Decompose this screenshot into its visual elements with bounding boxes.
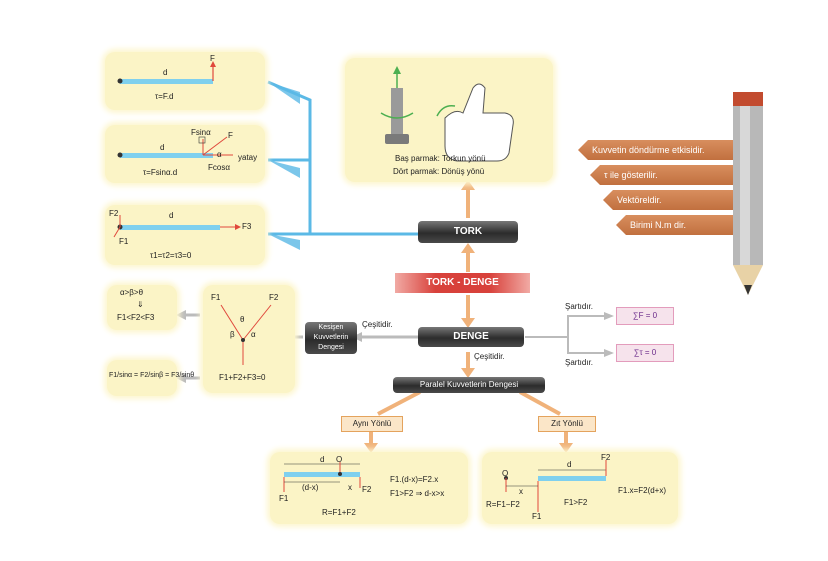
thumb-hand-icon <box>436 83 514 162</box>
pivot-point <box>117 78 123 84</box>
thumb-direction-text: Baş parmak: Torkun yönü <box>395 154 486 163</box>
sartidir-top-label: Şartıdır. <box>565 302 594 311</box>
cesitidir-left-label: Çeşitidir. <box>362 320 393 329</box>
f2-label: F2 <box>601 453 611 462</box>
right-hand-rule-box: Baş parmak: Torkun yönü Dört parmak: Dön… <box>345 58 553 182</box>
concurrent-forces-box: F1 F2 θ β α F1+F2+F3=0 <box>203 285 295 393</box>
dx-label: (d-x) <box>302 483 319 492</box>
zit-yonlu-label: Zıt Yönlü <box>538 416 596 432</box>
lever-bar <box>538 476 606 481</box>
resultant-label: R=F1−F2 <box>486 500 520 509</box>
torque-formula: τ=F.d <box>155 92 174 101</box>
lever-bar <box>284 472 360 477</box>
distance-label: d <box>169 211 174 220</box>
pencil-item-1: Kuvvetin döndürme etkisidir. <box>578 140 733 160</box>
f2-label: F2 <box>362 485 372 494</box>
vector-sum-equation: F1+F2+F3=0 <box>219 373 266 382</box>
torque-perpendicular-box: d F τ=F.d <box>105 52 265 110</box>
force-label: F <box>228 131 233 140</box>
yatay-label: yatay <box>238 153 258 162</box>
fingers-direction-text: Dört parmak: Dönüş yönü <box>393 167 485 176</box>
x-label: x <box>519 487 523 496</box>
tork-node: TORK <box>418 221 518 243</box>
distance-label: d <box>567 460 572 469</box>
alpha-label: α <box>251 330 256 339</box>
opposite-direction-box: O d x F2 F1 R=F1−F2 F1>F2 F1.x=F2(d+x) <box>482 452 678 524</box>
x-label: x <box>348 483 352 492</box>
force-arrow <box>202 136 228 156</box>
lami-equation: F1/sinα = F2/sinβ = F3/sinθ <box>109 372 195 379</box>
theta-label: θ <box>240 315 245 324</box>
lever-bar <box>120 153 213 158</box>
denge-node: DENGE <box>418 327 524 347</box>
angle-inequality: α>β>θ <box>120 288 144 297</box>
pencil-item-3: Vektöreldir. <box>603 190 733 210</box>
screw-icon <box>380 66 414 144</box>
tork-denge-banner: TORK - DENGE <box>395 273 530 293</box>
f2-label: F2 <box>109 209 119 218</box>
pencil-graphic <box>733 92 763 295</box>
alpha-label: α <box>217 150 222 159</box>
lami-formula-box: F1/sinα = F2/sinβ = F3/sinθ <box>107 360 194 396</box>
distance-label: d <box>160 143 165 152</box>
pencil-item-2: τ ile gösterilir. <box>590 165 733 185</box>
inequality-implication: F1>F2 ⇒ d-x>x <box>390 489 445 498</box>
cesitidir-down-label: Çeşitidir. <box>474 352 505 361</box>
ayni-yonlu-label: Aynı Yönlü <box>341 416 403 432</box>
pivot-label: O <box>336 455 343 464</box>
sum-force-condition: ∑F = 0 <box>616 307 674 325</box>
distance-label: d <box>163 68 168 77</box>
f3-label: F3 <box>242 222 252 231</box>
sum-torque-condition: ∑τ = 0 <box>616 344 674 362</box>
zero-torque-box: F2 d F3 F1 τ1=τ2=τ3=0 <box>105 205 265 265</box>
beta-label: β <box>230 330 235 339</box>
torque-formula: τ=Fsinα.d <box>143 168 178 177</box>
f1-label: F1 <box>211 293 221 302</box>
angle-force-inequality-box: α>β>θ ⇓ F1<F2<F3 <box>107 285 177 330</box>
force-inequality: F1<F2<F3 <box>117 313 155 322</box>
f1-label: F1 <box>279 494 289 503</box>
f1-label: F1 <box>532 512 542 521</box>
torque-balance-eq: F1.x=F2(d+x) <box>618 486 667 495</box>
force-inequality: F1>F2 <box>564 498 588 507</box>
pencil-item-4: Birimi N.m dir. <box>616 215 733 235</box>
fcosa-label: Fcosα <box>208 163 230 172</box>
lever-bar <box>120 79 213 84</box>
sartidir-bottom-label: Şartıdır. <box>565 358 594 367</box>
f1-label: F1 <box>119 237 129 246</box>
f2-label: F2 <box>269 293 279 302</box>
pivot-label: O <box>502 469 509 478</box>
resultant-label: R=F1+F2 <box>322 508 356 517</box>
fsina-label: Fsinα <box>191 128 211 137</box>
torque-angle-box: Fsinα F d α yatay Fcosα τ=Fsinα.d <box>105 125 265 183</box>
torque-formula: τ1=τ2=τ3=0 <box>150 251 192 260</box>
paralel-node: Paralel Kuvvetlerin Dengesi <box>393 377 545 393</box>
fan-decoration <box>268 82 300 250</box>
torque-balance-eq: F1.(d-x)=F2.x <box>390 475 439 484</box>
force-label: F <box>210 54 215 63</box>
lever-bar <box>120 225 220 230</box>
implies-arrow: ⇓ <box>137 300 144 309</box>
kesisen-node: Kesişen Kuvvetlerin Dengesi <box>305 322 357 354</box>
distance-label: d <box>320 455 325 464</box>
same-direction-box: d O (d-x) x F1 F2 R=F1+F2 F1.(d-x)=F2.x … <box>270 452 468 524</box>
